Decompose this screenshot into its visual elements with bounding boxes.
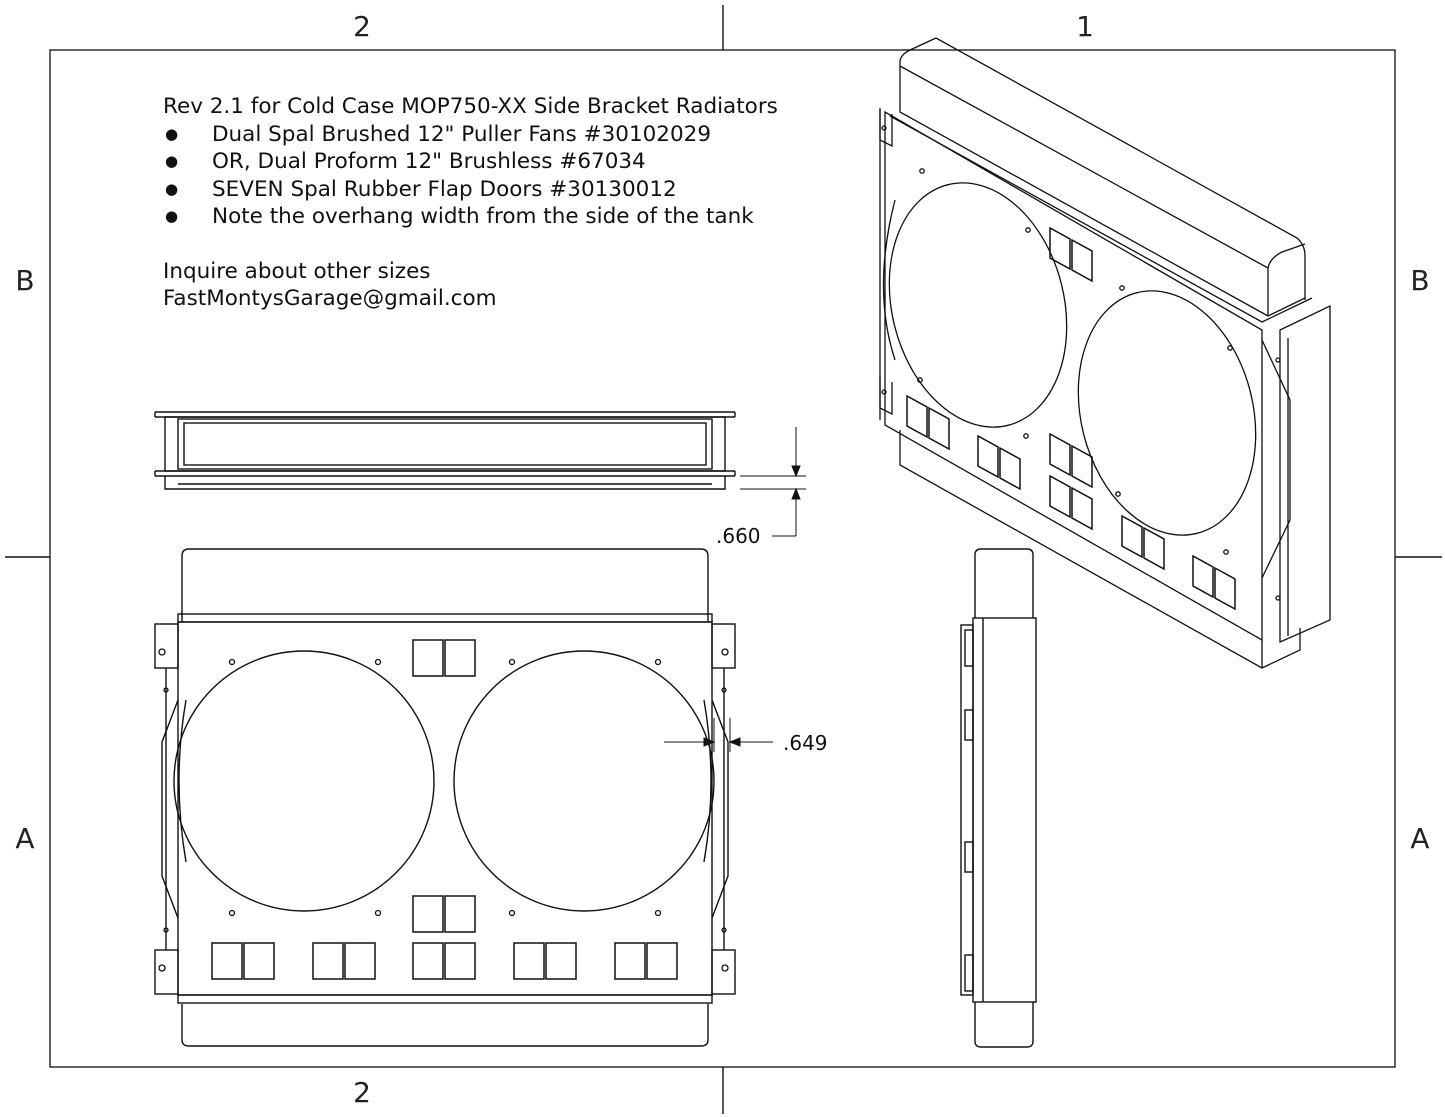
flap-door-pair <box>312 942 376 980</box>
front-view <box>154 548 736 1047</box>
zone-label-left-b: B <box>15 264 34 297</box>
flap-door-pair <box>614 942 678 980</box>
notes-bullet-text: Dual Spal Brushed 12" Puller Fans #30102… <box>212 121 712 147</box>
zone-label-bottom-left: 2 <box>353 1076 371 1109</box>
zone-label-left-a: A <box>15 822 34 855</box>
notes-bullet: ● Note the overhang width from the side o… <box>163 203 778 231</box>
contact-email[interactable]: FastMontysGarage@gmail.com <box>163 286 497 311</box>
notes-bullet: ● OR, Dual Proform 12" Brushless #67034 <box>163 148 778 176</box>
notes-bullet: ● Dual Spal Brushed 12" Puller Fans #3010… <box>163 121 778 149</box>
sheet-border <box>5 5 1442 1114</box>
side-view <box>960 548 1037 1048</box>
front-view-holes <box>158 648 729 972</box>
dimension-660-label: .660 <box>716 524 761 548</box>
drawing-notes: Rev 2.1 for Cold Case MOP750-XX Side Bra… <box>163 93 778 313</box>
zone-label-top-right: 1 <box>1076 10 1094 43</box>
flap-door-pair <box>977 434 1021 491</box>
flap-door-pair <box>1049 432 1093 489</box>
bullet-icon: ● <box>165 124 179 143</box>
zone-label-right-a: A <box>1410 822 1429 855</box>
dimension-649 <box>664 718 773 752</box>
front-view-flap-doors <box>211 639 678 980</box>
isometric-view <box>879 37 1331 669</box>
flap-door-pair <box>412 639 476 677</box>
dimension-649-label: .649 <box>783 731 828 755</box>
flap-door-pair <box>1049 226 1093 283</box>
dimension-660 <box>740 427 806 537</box>
bullet-icon: ● <box>165 152 179 170</box>
isometric-view-flap-doors <box>906 226 1236 611</box>
flap-door-pair <box>1049 474 1093 531</box>
notes-bullet-text: OR, Dual Proform 12" Brushless #67034 <box>212 149 646 174</box>
notes-bullet-text: SEVEN Spal Rubber Flap Doors #30130012 <box>212 176 677 202</box>
flap-door-pair <box>412 895 476 933</box>
flap-door-pair <box>1121 514 1165 571</box>
flap-door-pair <box>211 942 275 980</box>
notes-title: Rev 2.1 for Cold Case MOP750-XX Side Bra… <box>163 94 778 119</box>
flap-door-pair <box>412 942 476 980</box>
notes-inquiry: Inquire about other sizes <box>163 258 431 284</box>
top-view <box>154 411 736 490</box>
bullet-icon: ● <box>165 207 179 225</box>
notes-bullet-text: Note the overhang width from the side of… <box>212 204 754 229</box>
zone-label-top-left: 2 <box>353 10 371 43</box>
zone-label-right-b: B <box>1410 264 1429 297</box>
bullet-icon: ● <box>165 179 179 198</box>
notes-bullet: ● SEVEN Spal Rubber Flap Doors #30130012 <box>163 176 778 204</box>
flap-door-pair <box>513 942 577 980</box>
flap-door-pair <box>906 394 950 451</box>
flap-door-pair <box>1192 554 1236 611</box>
